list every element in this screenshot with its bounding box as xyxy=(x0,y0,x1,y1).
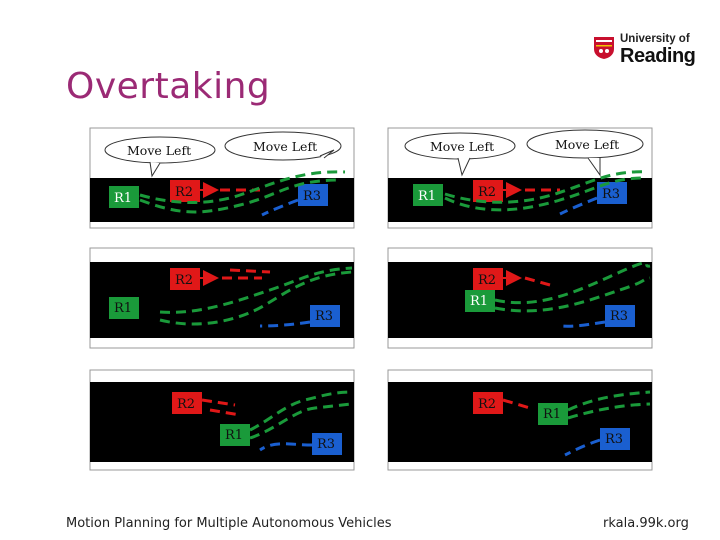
panel-4: R2 R1 R3 xyxy=(387,247,653,349)
footer-right-link[interactable]: rkala.99k.org xyxy=(603,516,689,531)
bubble-r1-move-left: Move Left xyxy=(127,143,191,158)
label-r2: R2 xyxy=(478,185,496,200)
label-r2: R2 xyxy=(175,185,193,200)
label-r3: R3 xyxy=(605,432,623,447)
label-r3: R3 xyxy=(315,309,333,324)
panel-2: Move Left Move Left R1 R2 R3 xyxy=(387,127,653,229)
bubble-r2-move-left: Move Left xyxy=(253,139,317,154)
panel-3: R2 R1 R3 xyxy=(89,247,355,349)
university-logo: University of Reading xyxy=(593,33,696,67)
slide-title: Overtaking xyxy=(66,66,271,107)
label-r3: R3 xyxy=(610,309,628,324)
logo-line-2: Reading xyxy=(620,45,696,67)
panel-6: R2 R1 R3 xyxy=(387,369,653,471)
label-r3: R3 xyxy=(602,187,620,202)
bubble-r1-move-left: Move Left xyxy=(430,139,494,154)
label-r1: R1 xyxy=(543,407,561,422)
label-r1: R1 xyxy=(470,294,488,309)
label-r2: R2 xyxy=(478,273,496,288)
label-r2: R2 xyxy=(478,397,496,412)
label-r3: R3 xyxy=(317,437,335,452)
label-r2: R2 xyxy=(177,397,195,412)
bubble-r2-move-left: Move Left xyxy=(555,137,619,152)
label-r1: R1 xyxy=(114,191,132,206)
crest-icon xyxy=(594,37,614,59)
logo-line-1: University of xyxy=(620,33,690,45)
label-r3: R3 xyxy=(303,189,321,204)
label-r1: R1 xyxy=(114,301,132,316)
label-r1: R1 xyxy=(418,189,436,204)
label-r1: R1 xyxy=(225,428,243,443)
label-r2: R2 xyxy=(175,273,193,288)
footer-left-text: Motion Planning for Multiple Autonomous … xyxy=(66,516,392,531)
panel-5: R2 R1 R3 xyxy=(89,369,355,471)
panel-1: Move Left Move Left R1 R2 R3 xyxy=(89,127,355,229)
